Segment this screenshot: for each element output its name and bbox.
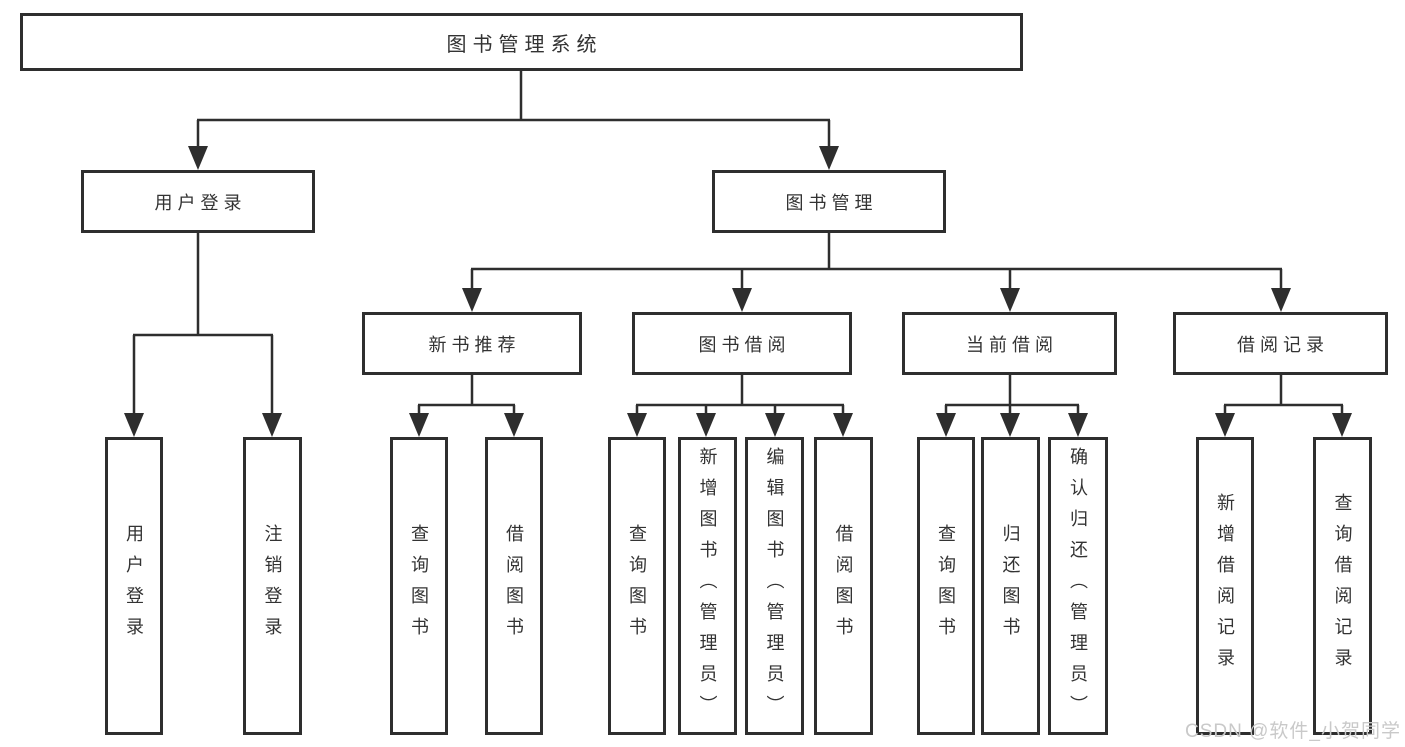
leaf-confirm-return-admin-label: 确认归还（管理员） — [1068, 446, 1088, 726]
leaf-add-books-admin-label: 新增图书（管理员） — [697, 446, 718, 726]
leaf-edit-books-admin-label: 编辑图书（管理员） — [764, 446, 785, 726]
node-book-borrowing-label: 图书借阅 — [698, 334, 791, 355]
leaf-borrow-books-recommend: 借阅图书 — [485, 437, 543, 735]
leaf-add-borrow-record: 新增借阅记录 — [1196, 437, 1254, 735]
leaf-borrow-books-label: 借阅图书 — [833, 524, 854, 648]
leaf-query-books-borrowing: 查询图书 — [608, 437, 666, 735]
node-library-system-label: 图书管理系统 — [446, 33, 603, 56]
leaf-query-borrow-record-label: 查询借阅记录 — [1332, 493, 1353, 679]
node-new-book-recommend-label: 新书推荐 — [428, 334, 521, 355]
leaf-edit-books-admin: 编辑图书（管理员） — [745, 437, 804, 735]
node-book-management: 图书管理 — [712, 170, 946, 233]
node-borrow-records: 借阅记录 — [1173, 312, 1388, 375]
leaf-user-login: 用户登录 — [105, 437, 163, 735]
leaf-borrow-books: 借阅图书 — [814, 437, 873, 735]
leaf-query-books-recommend-label: 查询图书 — [409, 524, 429, 648]
node-book-borrowing: 图书借阅 — [632, 312, 852, 375]
leaf-query-books-recommend: 查询图书 — [390, 437, 448, 735]
node-user-login-label: 用户登录 — [154, 192, 247, 213]
leaf-return-books: 归还图书 — [981, 437, 1040, 735]
node-user-login: 用户登录 — [81, 170, 315, 233]
leaf-logout: 注销登录 — [243, 437, 302, 735]
leaf-confirm-return-admin: 确认归还（管理员） — [1048, 437, 1108, 735]
node-current-borrowing-label: 当前借阅 — [966, 334, 1058, 355]
node-borrow-records-label: 借阅记录 — [1237, 334, 1329, 355]
leaf-add-books-admin: 新增图书（管理员） — [678, 437, 737, 735]
leaf-borrow-books-recommend-label: 借阅图书 — [504, 524, 524, 648]
node-new-book-recommend: 新书推荐 — [362, 312, 582, 375]
csdn-watermark: CSDN @软件_小贺同学 — [1185, 721, 1401, 742]
node-current-borrowing: 当前借阅 — [902, 312, 1117, 375]
tree-edges — [132, 70, 1344, 416]
leaf-return-books-label: 归还图书 — [1000, 524, 1021, 648]
leaf-query-books-current-label: 查询图书 — [936, 524, 956, 648]
node-book-management-label: 图书管理 — [785, 192, 878, 213]
arrowheads — [124, 146, 1352, 437]
leaf-query-borrow-record: 查询借阅记录 — [1313, 437, 1372, 735]
node-library-system: 图书管理系统 — [20, 13, 1023, 71]
leaf-add-borrow-record-label: 新增借阅记录 — [1215, 493, 1235, 679]
leaf-query-books-borrowing-label: 查询图书 — [627, 524, 647, 648]
leaf-logout-label: 注销登录 — [262, 524, 283, 648]
leaf-user-login-label: 用户登录 — [124, 524, 144, 648]
leaf-query-books-current: 查询图书 — [917, 437, 975, 735]
